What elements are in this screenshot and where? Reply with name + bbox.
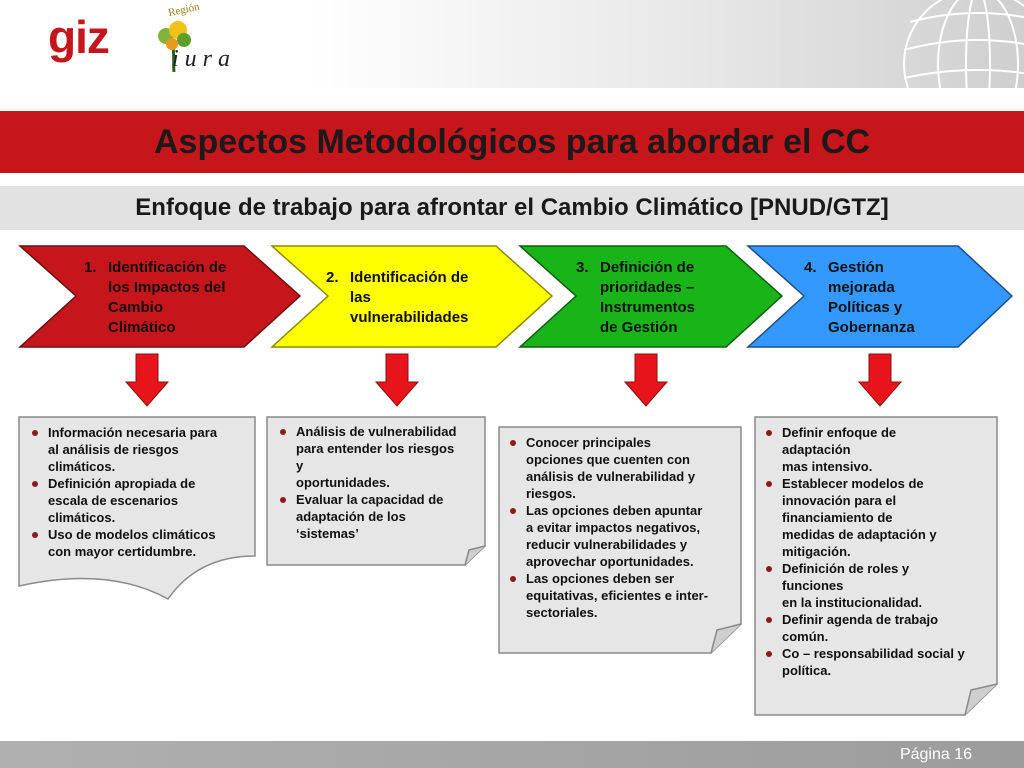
step-number: 2. xyxy=(326,269,339,286)
step-1-text: 1. Identificación de los Impactos del Ca… xyxy=(84,258,254,342)
giz-logo: giz xyxy=(48,11,110,63)
arrow-down-icon xyxy=(623,353,669,407)
note-item: Definición de roles y funciones en la in… xyxy=(764,560,996,611)
footer: Página 16 xyxy=(0,741,1024,768)
note-item: Co – responsabilidad social y política. xyxy=(764,645,996,679)
note-item: Definir enfoque de adaptación mas intens… xyxy=(764,424,996,475)
step-label: Definición de prioridades – Instrumentos… xyxy=(600,259,696,336)
note-item: Conocer principales opciones que cuenten… xyxy=(508,434,740,502)
note-item: Información necesaria para al análisis d… xyxy=(30,424,254,475)
chevron-step-4 xyxy=(746,245,1014,348)
down-arrows xyxy=(124,353,903,407)
note-item: Definir agenda de trabajo común. xyxy=(764,611,996,645)
step-label: Gestión mejorada Políticas y Gobernanza xyxy=(828,259,915,336)
step-4-text: 4. Gestión mejorada Políticas y Gobernan… xyxy=(804,258,954,342)
slide-subtitle: Enfoque de trabajo para afrontar el Camb… xyxy=(135,194,889,221)
page-number: Página 16 xyxy=(899,746,972,763)
note-item: Las opciones deben apuntar a evitar impa… xyxy=(508,502,740,570)
step-number: 4. xyxy=(804,259,817,276)
step-number: 1. xyxy=(84,259,97,276)
note-item: Establecer modelos de innovación para el… xyxy=(764,475,996,560)
note-box-2: Análisis de vulnerabilidad para entender… xyxy=(266,416,486,566)
chevron-step-2 xyxy=(270,245,554,348)
arrow-down-icon xyxy=(374,353,420,407)
step-label: Identificación de las vulnerabilidades xyxy=(350,269,469,326)
arrow-down-icon xyxy=(857,353,903,407)
note-item: Definición apropiada de escala de escena… xyxy=(30,475,254,526)
globe-icon xyxy=(903,0,1024,88)
note-box-3: Conocer principales opciones que cuenten… xyxy=(498,426,742,654)
note-box-4: Definir enfoque de adaptación mas intens… xyxy=(754,416,998,716)
header: giz Región iura xyxy=(0,0,1024,88)
note-item: Análisis de vulnerabilidad para entender… xyxy=(278,423,484,491)
title-bar: Aspectos Metodológicos para abordar el C… xyxy=(0,111,1024,173)
arrow-down-icon xyxy=(124,353,170,407)
chevron-step-1 xyxy=(18,245,302,348)
note-item: Uso de modelos climáticos con mayor cert… xyxy=(30,526,254,560)
region-logo-name: iura xyxy=(172,46,237,72)
note-item: Las opciones deben ser equitativas, efic… xyxy=(508,570,740,621)
step-label: Identificación de los Impactos del Cambi… xyxy=(108,259,227,336)
process-chevrons: 1. Identificación de los Impactos del Ca… xyxy=(0,244,1024,350)
step-3-text: 3. Definición de prioridades – Instrumen… xyxy=(576,258,726,342)
subtitle-bar: Enfoque de trabajo para afrontar el Camb… xyxy=(0,186,1024,230)
note-item: Evaluar la capacidad de adaptación de lo… xyxy=(278,491,484,542)
step-number: 3. xyxy=(576,259,589,276)
chevron-step-3 xyxy=(518,245,784,348)
slide-title: Aspectos Metodológicos para abordar el C… xyxy=(153,123,871,161)
step-2-text: 2. Identificación de las vulnerabilidade… xyxy=(326,268,496,332)
tree-icon xyxy=(158,21,191,73)
note-box-1: Información necesaria para al análisis d… xyxy=(18,416,256,600)
region-piura-logo: Región iura xyxy=(152,1,252,80)
